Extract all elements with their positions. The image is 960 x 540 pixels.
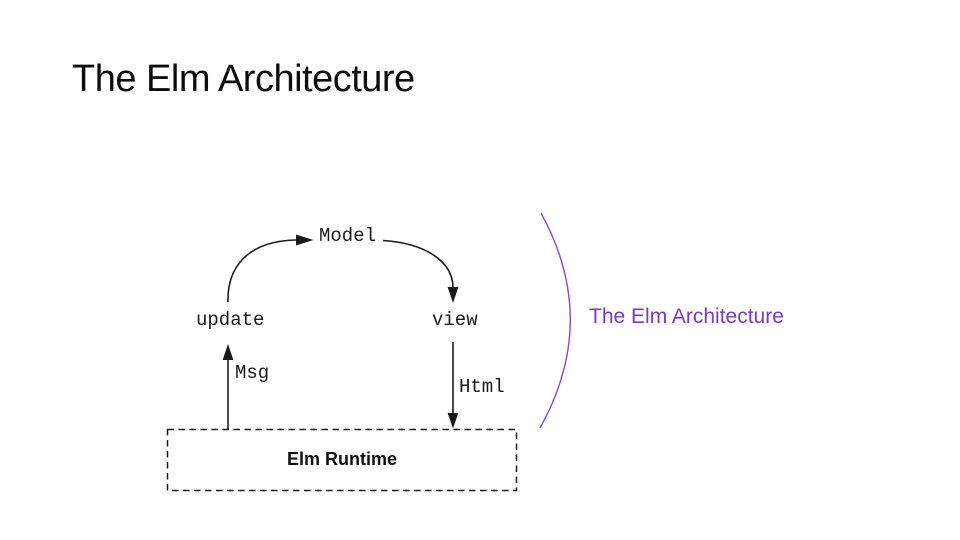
elm-runtime-label: Elm Runtime [286, 449, 397, 469]
update-node-label: update [196, 309, 265, 331]
view-node-label: view [432, 309, 478, 331]
elm-runtime-box [166, 428, 518, 492]
elm-runtime-label-wrap: Elm Runtime [167, 429, 517, 490]
side-caption: The Elm Architecture [589, 305, 784, 328]
html-edge-label: Html [459, 376, 505, 398]
arrow-update-to-model [227, 239, 297, 303]
side-brace-arc [539, 212, 571, 429]
arrowhead-msg-up [222, 344, 234, 360]
model-node-label: Model [319, 225, 377, 247]
arrow-model-to-view [382, 239, 454, 289]
arrowhead-html-down [447, 413, 459, 429]
slide-title: The Elm Architecture [72, 58, 415, 100]
arrowhead-model-to-view [447, 287, 459, 303]
arrowhead-update-to-model [296, 234, 314, 246]
msg-edge-label: Msg [235, 362, 270, 384]
